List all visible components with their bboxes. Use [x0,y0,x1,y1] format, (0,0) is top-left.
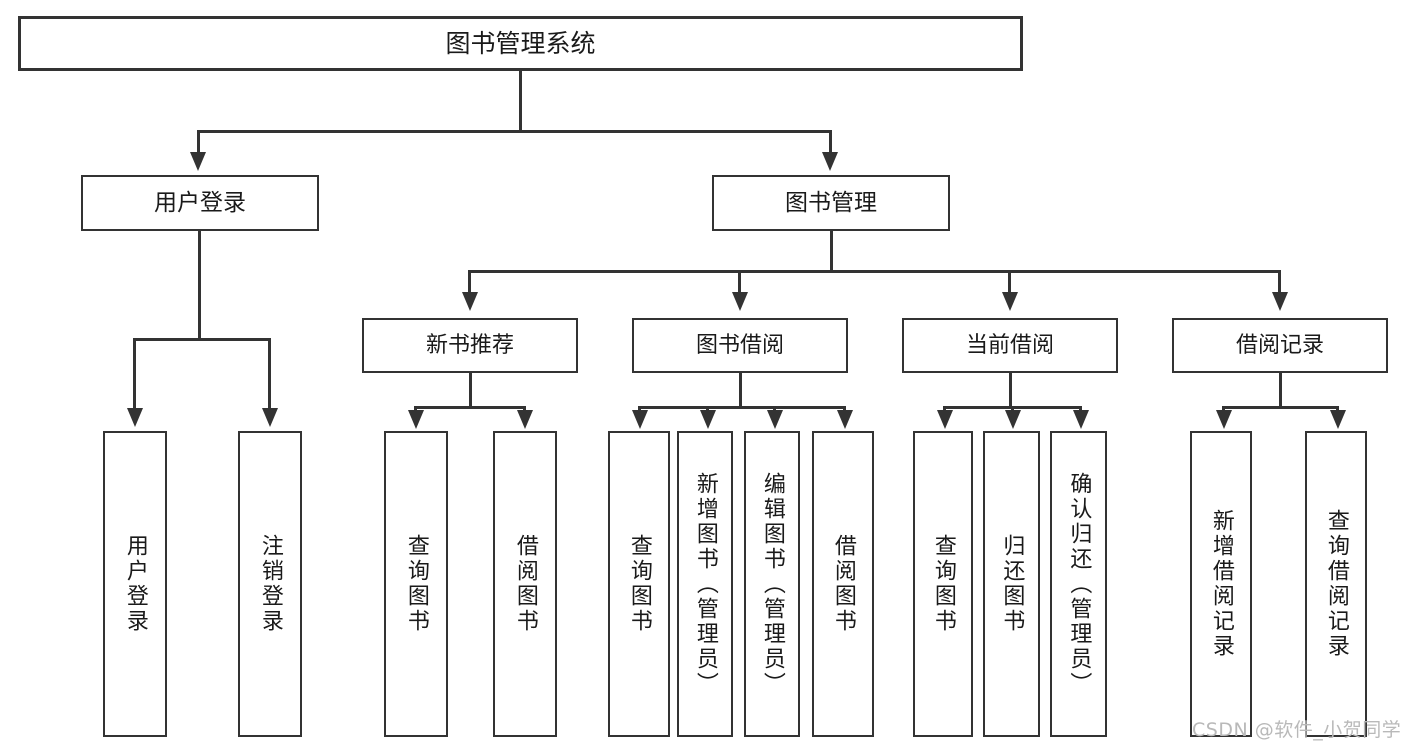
arrowhead-new-book-leaf-2 [517,410,533,429]
leaf-current-borrow-return[interactable]: 归还图书 [983,431,1040,737]
arrowhead-root-to-user-login [190,152,206,171]
node-new-book-recommend[interactable]: 新书推荐 [362,318,578,373]
arrowhead-borrow-record-leaf-2 [1330,410,1346,429]
arrowhead-root-to-book-manage [822,152,838,171]
node-root-system[interactable]: 图书管理系统 [18,16,1023,71]
connector-level2-drop-3 [1008,270,1011,294]
leaf-label: 借阅图书 [512,534,538,634]
arrowhead-book-borrow-leaf-3 [767,410,783,429]
leaf-book-borrow-borrow[interactable]: 借阅图书 [812,431,874,737]
node-label: 图书管理 [785,189,877,216]
arrowhead-level2-borrow-record [1272,292,1288,311]
arrowhead-borrow-record-leaf-1 [1216,410,1232,429]
arrowhead-current-borrow-leaf-1 [937,410,953,429]
node-current-borrow[interactable]: 当前借阅 [902,318,1118,373]
connector-user-login-bus [133,338,270,341]
connector-level2-drop-1 [468,270,471,294]
node-user-login[interactable]: 用户登录 [81,175,319,231]
connector-book-borrow-bus [638,406,846,409]
node-label: 新书推荐 [425,332,514,358]
leaf-new-book-borrow[interactable]: 借阅图书 [493,431,557,737]
arrowhead-user-login-leaf-1 [127,408,143,427]
arrowhead-current-borrow-leaf-3 [1073,410,1089,429]
connector-new-book-bus [414,406,526,409]
leaf-label: 新增借阅记录 [1208,509,1234,659]
connector-book-manage-stem [830,231,833,273]
connector-root-to-user-login [197,130,200,154]
leaf-label: 注销登录 [257,534,283,634]
leaf-label: 借阅图书 [830,534,856,634]
arrowhead-level2-current-borrow [1002,292,1018,311]
arrowhead-new-book-leaf-1 [408,410,424,429]
connector-level2-bus [468,270,1280,273]
leaf-user-login-login[interactable]: 用户登录 [103,431,167,737]
leaf-label: 查询图书 [930,534,956,634]
node-label: 借阅记录 [1235,332,1324,358]
leaf-borrow-record-add[interactable]: 新增借阅记录 [1190,431,1252,737]
connector-book-borrow-stem [739,373,742,409]
leaf-label: 编辑图书（管理员） [759,471,785,697]
leaf-label: 新增图书（管理员） [692,471,718,697]
connector-user-login-drop-1 [133,338,136,410]
node-label: 图书借阅 [695,332,784,358]
node-label: 用户登录 [154,189,246,216]
node-label: 图书管理系统 [445,29,596,58]
connector-root-to-book-manage [829,130,832,154]
leaf-label: 查询图书 [403,534,429,634]
node-label: 当前借阅 [965,332,1054,358]
leaf-label: 查询借阅记录 [1323,509,1349,659]
leaf-current-borrow-confirm-admin[interactable]: 确认归还（管理员） [1050,431,1107,737]
connector-root-bus [197,130,832,133]
connector-borrow-record-stem [1279,373,1282,409]
leaf-label: 确认归还（管理员） [1066,471,1092,697]
connector-user-login-stem [198,231,201,340]
leaf-new-book-query[interactable]: 查询图书 [384,431,448,737]
connector-borrow-record-bus [1222,406,1339,409]
leaf-book-borrow-add-admin[interactable]: 新增图书（管理员） [677,431,733,737]
connector-current-borrow-stem [1009,373,1012,409]
leaf-book-borrow-edit-admin[interactable]: 编辑图书（管理员） [744,431,800,737]
connector-level2-drop-2 [738,270,741,294]
arrowhead-book-borrow-leaf-1 [632,410,648,429]
arrowhead-current-borrow-leaf-2 [1005,410,1021,429]
connector-user-login-drop-2 [268,338,271,410]
node-book-borrow[interactable]: 图书借阅 [632,318,848,373]
connector-new-book-stem [469,373,472,409]
leaf-book-borrow-query[interactable]: 查询图书 [608,431,670,737]
leaf-label: 归还图书 [999,534,1025,634]
connector-level2-drop-4 [1278,270,1281,294]
arrowhead-user-login-leaf-2 [262,408,278,427]
node-borrow-record[interactable]: 借阅记录 [1172,318,1388,373]
arrowhead-level2-book-borrow [732,292,748,311]
leaf-borrow-record-query[interactable]: 查询借阅记录 [1305,431,1367,737]
leaf-label: 查询图书 [626,534,652,634]
arrowhead-level2-new-book [462,292,478,311]
arrowhead-book-borrow-leaf-4 [837,410,853,429]
leaf-user-login-logout[interactable]: 注销登录 [238,431,302,737]
leaf-label: 用户登录 [122,534,148,634]
leaf-current-borrow-query[interactable]: 查询图书 [913,431,973,737]
connector-root-stem [519,71,522,132]
arrowhead-book-borrow-leaf-2 [700,410,716,429]
node-book-management[interactable]: 图书管理 [712,175,950,231]
